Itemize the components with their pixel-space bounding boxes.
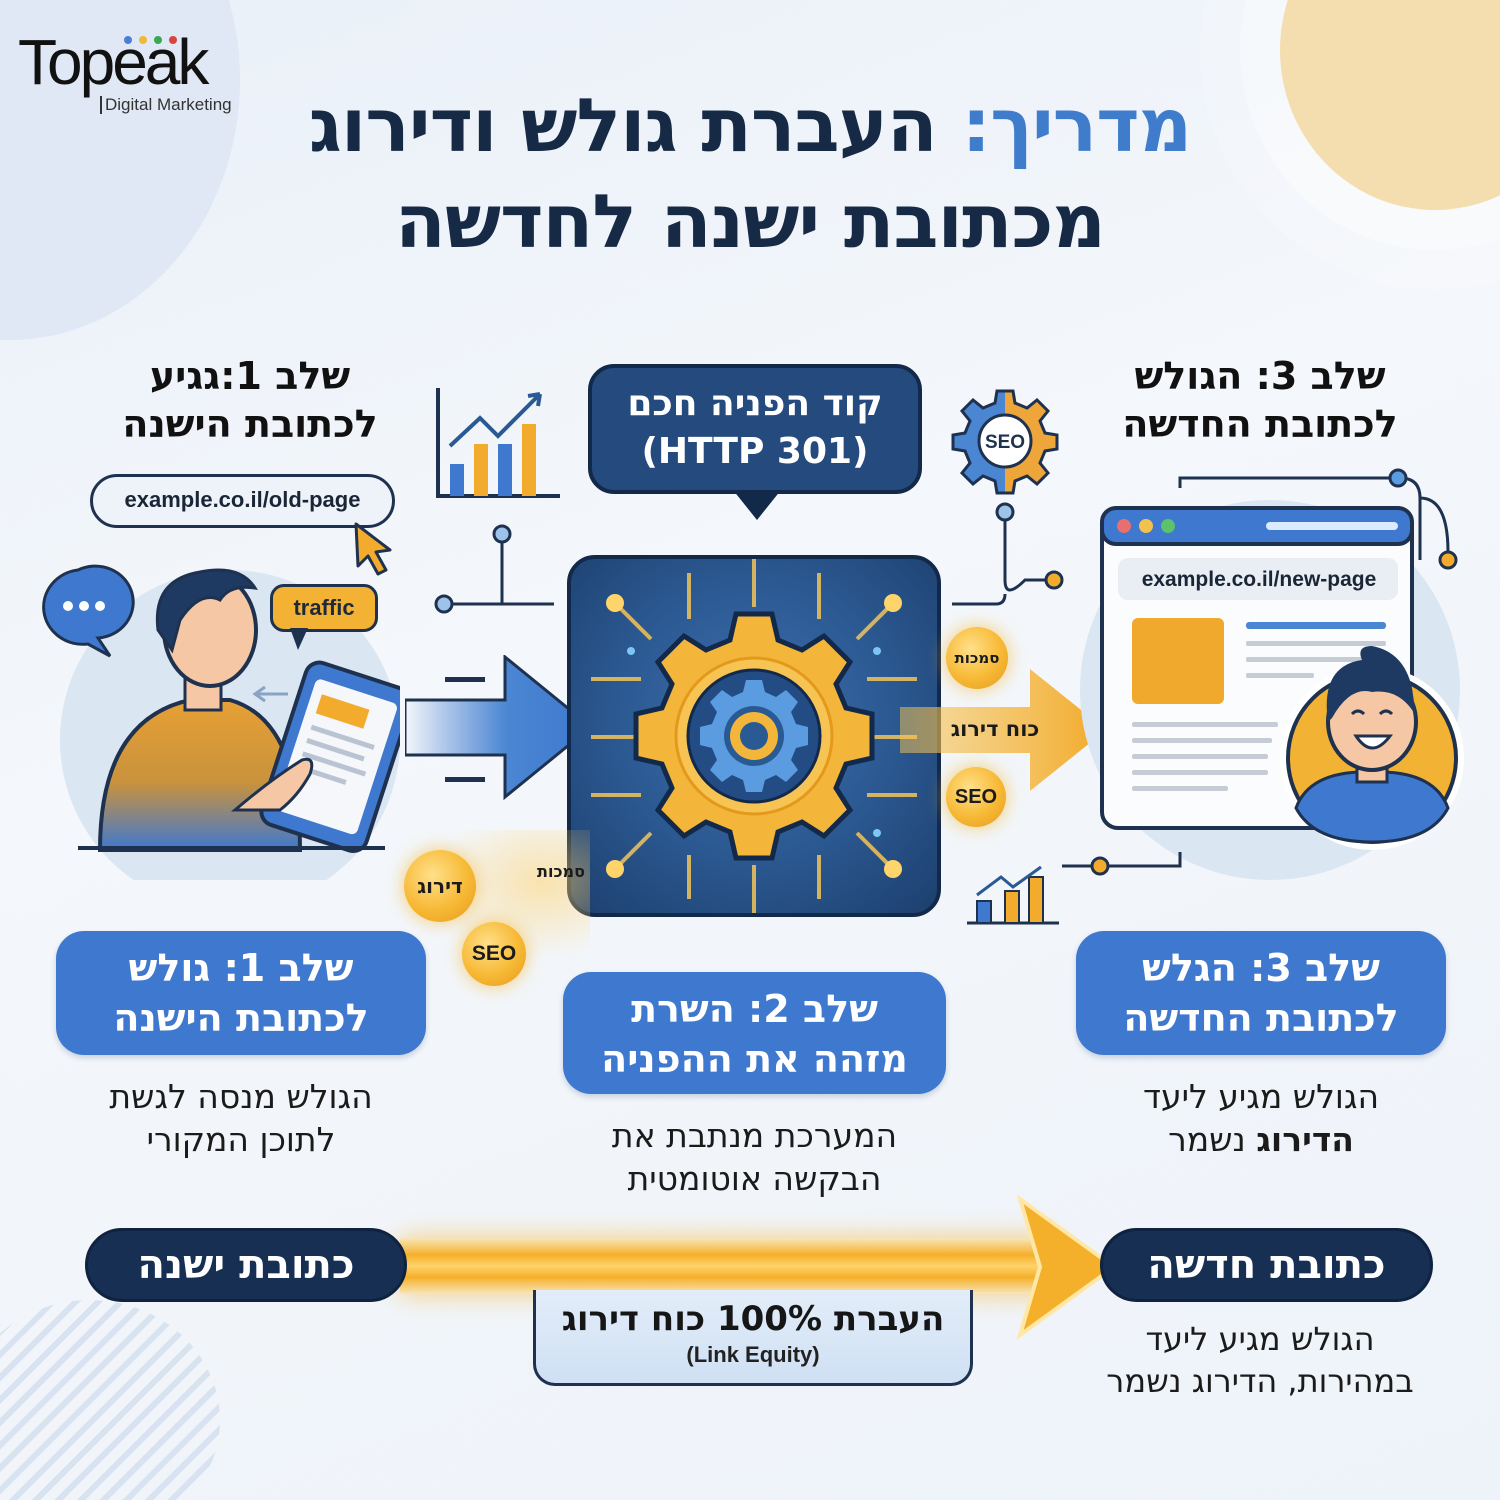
step1-description: הגולש מנסה לגשת לתוכן המקורי xyxy=(109,1077,373,1159)
result-description: הגולש מגיע ליעד במהירות, הדירוג נשמר xyxy=(1106,1320,1414,1400)
orb-ranking: דירוג xyxy=(404,850,476,922)
code-bubble-tail xyxy=(733,490,781,520)
blue-arrow-icon xyxy=(405,655,594,800)
seo-gear-icon: SEO xyxy=(951,389,1059,495)
title-accent: מדריך: xyxy=(961,83,1192,169)
title-line1: העברת גולש ודירוג xyxy=(308,83,938,169)
step1-header: שלב 1:גגיע לכתובת הישנה xyxy=(122,354,378,446)
brand-logo: Topeak Digital Marketing xyxy=(18,30,248,120)
page-title: מדריך: העברת גולש ודירוג מכתובת ישנה לחד… xyxy=(250,78,1250,270)
title-line2: מכתובת ישנה לחדשה xyxy=(395,179,1106,265)
beam-arrowhead xyxy=(1016,1195,1118,1340)
cursor-icon xyxy=(354,522,392,576)
old-url-field: example.co.il/old-page xyxy=(90,474,395,528)
new-address-pill: כתובת חדשה xyxy=(1100,1228,1433,1302)
orb-seo-left: SEO xyxy=(462,922,526,986)
growth-chart-icon xyxy=(436,388,560,498)
old-address-pill: כתובת ישנה xyxy=(85,1228,407,1302)
traffic-badge-tail xyxy=(290,628,308,650)
background-sun-circle xyxy=(1280,0,1500,210)
authority-label: סמכות xyxy=(537,862,585,881)
step1-card: שלב 1: גולש לכתובת הישנה xyxy=(56,931,426,1055)
step3-description: הגולש מגיע ליעד הדירוג נשמר xyxy=(1142,1077,1380,1159)
link-equity-beam xyxy=(400,1238,1050,1294)
traffic-badge: traffic xyxy=(270,584,378,632)
rising-chart-icon xyxy=(967,865,1059,925)
chat-bubble-icon xyxy=(42,564,135,658)
orb-authority: סמכות xyxy=(946,627,1008,689)
step2-card: שלב 2: השרת מזהה את ההפניה xyxy=(563,972,946,1094)
gear-icon xyxy=(591,559,917,913)
step2-description: המערכת מנתבת את הבקשה אוטומטית xyxy=(611,1116,898,1198)
new-url-field: example.co.il/new-page xyxy=(1141,568,1377,591)
redirect-code-bubble: קוד הפניה חכם (HTTP 301) xyxy=(588,364,922,494)
svg-text:SEO: SEO xyxy=(985,432,1025,453)
new-page-browser-illustration xyxy=(1062,468,1464,880)
background-stripes xyxy=(0,1300,220,1500)
rank-power-label: כוח דירוג xyxy=(950,717,1040,741)
user-with-tablet-illustration xyxy=(42,564,400,880)
orb-seo-right: SEO xyxy=(946,767,1006,827)
logo-wordmark: Topeak xyxy=(18,26,209,98)
circuit-line-left xyxy=(434,524,554,614)
logo-subtitle: Digital Marketing xyxy=(100,96,232,114)
server-gear-panel xyxy=(567,555,941,917)
logo-dots xyxy=(124,36,177,44)
link-equity-box: העברת 100% כוח דירוג (Link Equity) xyxy=(533,1290,973,1386)
step3-header: שלב 3: הגולש לכתובת החדשה xyxy=(1122,354,1398,446)
rank-power-arrow xyxy=(900,669,1106,791)
step3-card: שלב 3: הגלש לכתובת החדשה xyxy=(1076,931,1446,1055)
happy-user-avatar xyxy=(1280,646,1464,850)
circuit-line-right xyxy=(952,502,1064,606)
